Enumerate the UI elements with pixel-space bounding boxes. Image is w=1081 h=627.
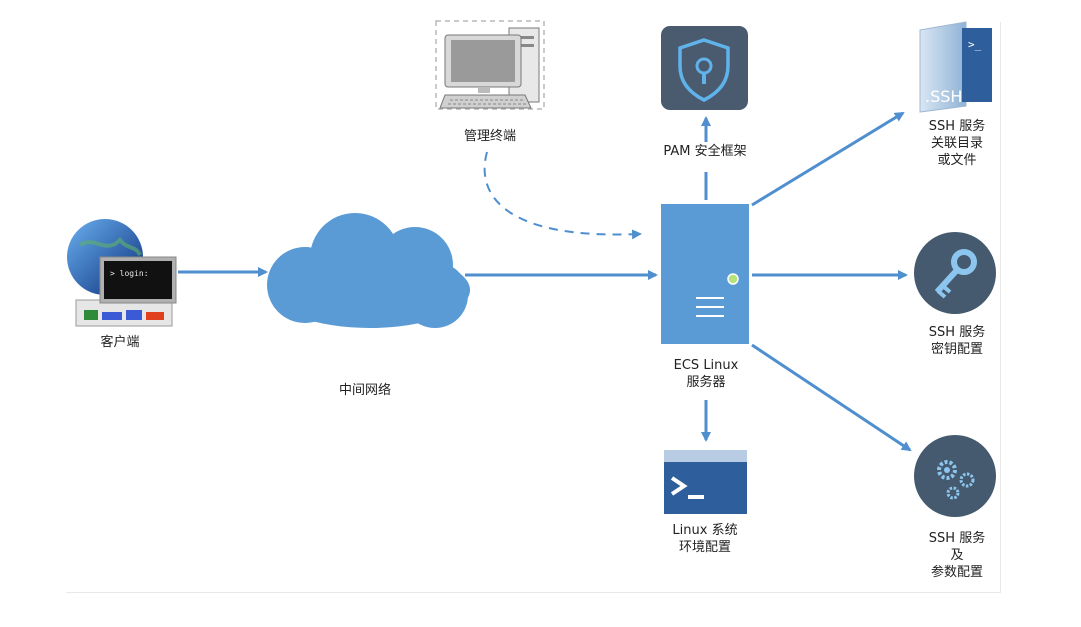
gears-icon: [914, 435, 996, 517]
ssh-file-text: .SSH: [925, 87, 962, 106]
admin-terminal-icon: [435, 20, 545, 110]
linux-terminal-icon: [664, 450, 747, 514]
cloud-icon: [267, 213, 470, 328]
ssh-dir-label-line3: 或文件: [937, 153, 977, 168]
ssh-param-label-line1: SSH 服务: [928, 531, 986, 546]
dashed-arrow-admin-to-server: [483, 151, 642, 240]
key-icon: [914, 232, 996, 314]
ssh-key-label: SSH 服务 密钥配置: [914, 324, 1000, 358]
network-label: 中间网络: [338, 383, 391, 398]
ssh-key-label-line1: SSH 服务: [928, 325, 986, 340]
linux-env-label-line2: 环境配置: [678, 540, 731, 555]
client-icon: > login:: [67, 219, 177, 327]
ssh-param-label-line3: 参数配置: [930, 565, 983, 580]
ssh-file-icon: >_ .SSH: [919, 21, 992, 113]
client-label: 客户端: [100, 335, 140, 350]
ssh-dir-label-line1: SSH 服务: [928, 119, 986, 134]
diagram-frame: [66, 22, 1001, 593]
server-label-line1: ECS Linux: [673, 358, 739, 373]
pam-shield-icon: [661, 26, 748, 110]
linux-env-label: Linux 系统 环境配置: [655, 522, 755, 556]
ssh-dir-label-line2: 关联目录: [930, 136, 983, 151]
arrow-server-to-ssh-param: [751, 343, 912, 452]
ssh-dir-label: SSH 服务 关联目录 或文件: [914, 118, 1000, 169]
pam-label: PAM 安全框架: [663, 144, 747, 159]
ssh-param-label-line2: 及: [950, 548, 964, 563]
admin-label: 管理终端: [463, 129, 516, 144]
ssh-file-prompt: >_: [968, 38, 982, 51]
server-icon: [661, 204, 749, 344]
connectors: [178, 111, 912, 452]
linux-env-label-line1: Linux 系统: [672, 523, 738, 538]
ssh-key-label-line2: 密钥配置: [930, 342, 983, 357]
server-label: ECS Linux 服务器: [650, 357, 762, 391]
login-text: > login:: [110, 269, 149, 278]
ssh-param-label: SSH 服务 及 参数配置: [914, 530, 1000, 581]
server-label-line2: 服务器: [686, 375, 726, 390]
arrow-server-to-ssh-dir: [751, 111, 905, 207]
